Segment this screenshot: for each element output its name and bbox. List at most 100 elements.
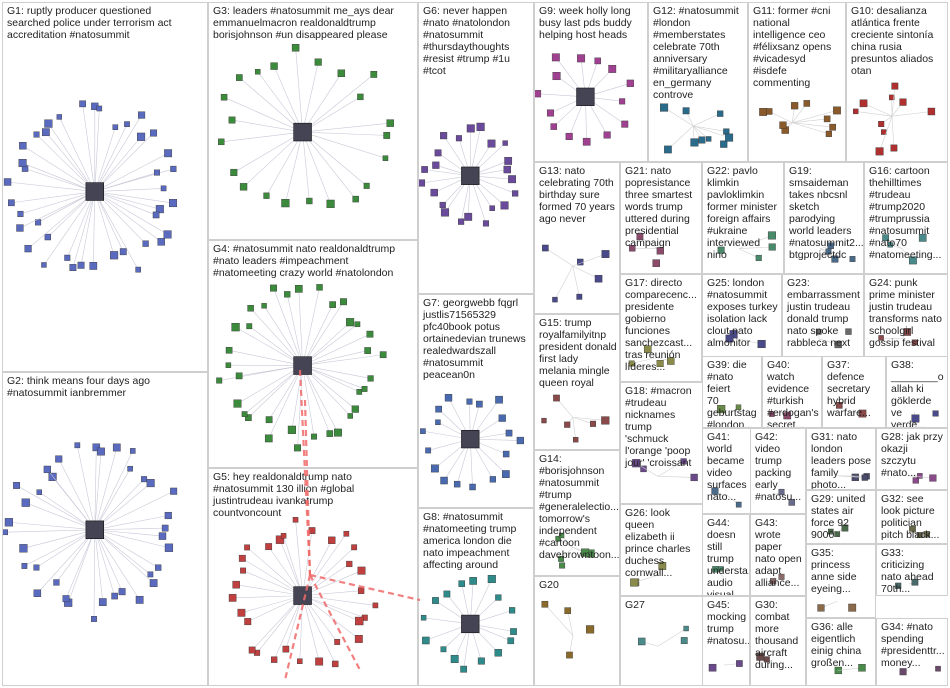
edge bbox=[94, 527, 166, 531]
edge bbox=[11, 191, 95, 204]
node bbox=[555, 535, 561, 542]
edge bbox=[94, 191, 162, 243]
group-network-g11 bbox=[759, 100, 841, 137]
node bbox=[815, 328, 822, 335]
group-label: G45: mocking trump #natosu... bbox=[707, 599, 750, 647]
group-panel-g4[interactable]: G4: #natosummit nato realdonaldtrump #na… bbox=[208, 240, 418, 468]
edge bbox=[792, 122, 829, 135]
node bbox=[769, 411, 775, 417]
node bbox=[608, 64, 617, 73]
group-panel-g5[interactable]: G5: hey realdonaldtrump nato #natosummit… bbox=[208, 468, 418, 686]
node bbox=[791, 102, 799, 110]
group-panel-g7[interactable]: G7: georgwebb fqgrl justlis71565329 pfc4… bbox=[418, 294, 534, 508]
group-panel-g27[interactable]: G27 bbox=[620, 596, 704, 686]
node bbox=[476, 122, 485, 131]
group-panel-g36[interactable]: G36: alle eigentlich einig china großen.… bbox=[806, 618, 876, 686]
group-panel-g31[interactable]: G31: nato london leaders pose family pho… bbox=[806, 428, 876, 490]
node bbox=[55, 455, 63, 463]
group-panel-g19[interactable]: G19: smsaideman takes nbcsnl sketch paro… bbox=[784, 162, 864, 274]
group-panel-g20[interactable]: G20 bbox=[534, 576, 620, 686]
edge bbox=[16, 485, 95, 531]
group-panel-g29[interactable]: G29: united states air force 92 9000 vc … bbox=[806, 490, 876, 544]
group-panel-g10[interactable]: G10: desalianza atlántica frente crecien… bbox=[846, 2, 948, 162]
group-panel-g12[interactable]: G12: #natosummit #london #memberstates c… bbox=[648, 2, 748, 162]
group-panel-g25[interactable]: G25: london #natosummit exposes turkey i… bbox=[702, 274, 782, 358]
node bbox=[56, 114, 63, 120]
node bbox=[62, 595, 70, 603]
group-panel-g44[interactable]: G44: doesn still trump understa... audio… bbox=[702, 514, 750, 596]
node bbox=[275, 535, 285, 544]
group-panel-g30[interactable]: G30: combat more thousand aircraft durin… bbox=[750, 596, 806, 686]
group-panel-g18[interactable]: G18: #macron #trudeau nicknames trump 's… bbox=[620, 382, 704, 504]
node bbox=[440, 646, 447, 653]
group-label: G28: jak przy okazji szczytu #nato... bbox=[881, 431, 943, 479]
node bbox=[17, 210, 24, 218]
node bbox=[33, 589, 42, 597]
edge bbox=[24, 529, 95, 567]
group-panel-g1[interactable]: G1: ruptly producer questioned searched … bbox=[2, 2, 208, 372]
node bbox=[127, 465, 133, 472]
group-panel-g16[interactable]: G16: cartoon thehilltimes #trudeau #trum… bbox=[864, 162, 948, 274]
edge bbox=[80, 191, 96, 266]
group-panel-g35[interactable]: G35: princess anne side eyeing... bbox=[806, 544, 876, 618]
node bbox=[356, 389, 363, 395]
edge bbox=[302, 131, 356, 200]
edge bbox=[302, 131, 387, 136]
group-panel-g2[interactable]: G2: think means four days ago #natosummi… bbox=[2, 372, 208, 686]
group-panel-g28[interactable]: G28: jak przy okazji szczytu #nato... bbox=[876, 428, 948, 490]
group-panel-g22[interactable]: G22: pavlo klimkin pavloklimkin former m… bbox=[702, 162, 784, 274]
group-panel-g3[interactable]: G3: leaders #natosummit me_ays dear emma… bbox=[208, 2, 418, 240]
group-panel-g8[interactable]: G8: #natosummit #natomeeting trump ameri… bbox=[418, 508, 534, 686]
node bbox=[680, 458, 687, 465]
group-panel-g17[interactable]: G17: directo comparecenc... presidente g… bbox=[620, 274, 702, 382]
node bbox=[19, 142, 27, 150]
group-panel-g38[interactable]: G38: ________o allah ki göklerde ve yerd… bbox=[886, 356, 948, 428]
edge bbox=[554, 265, 574, 300]
node bbox=[825, 248, 832, 255]
group-panel-g32[interactable]: G32: see look picture politician pitch b… bbox=[876, 490, 948, 544]
group-panel-g14[interactable]: G14: #borisjohnson #natosummit #trump #g… bbox=[534, 450, 620, 576]
group-network-g42 bbox=[775, 488, 796, 506]
node bbox=[236, 74, 243, 81]
group-panel-g15[interactable]: G15: trump royalfamilyitnp president don… bbox=[534, 314, 620, 450]
node bbox=[16, 224, 24, 232]
hub-node bbox=[293, 122, 312, 142]
group-panel-g24[interactable]: G24: punk prime minister justin trudeau … bbox=[864, 274, 948, 358]
node bbox=[354, 321, 361, 328]
group-panel-g43[interactable]: G43: wrote paper nato open adapt allianc… bbox=[750, 514, 806, 596]
group-network-g40 bbox=[769, 411, 792, 420]
group-panel-g21[interactable]: G21: nato popresistance three smartest w… bbox=[620, 162, 702, 274]
node bbox=[42, 128, 50, 137]
group-label: G14: #borisjohnson #natosummit #trump #g… bbox=[539, 453, 620, 561]
group-panel-g37[interactable]: G37: defence secretary hybrid warfare... bbox=[822, 356, 886, 428]
group-panel-g39[interactable]: G39: die #nato feiert 70 geburtstag #lon… bbox=[702, 356, 762, 428]
node bbox=[660, 103, 669, 112]
group-panel-g9[interactable]: G9: week holly long busy last pds buddy … bbox=[534, 2, 648, 162]
group-panel-g6[interactable]: G6: never happen #nato #natolondon #nato… bbox=[418, 2, 534, 294]
group-label: G24: punk prime minister justin trudeau … bbox=[869, 277, 942, 349]
group-panel-g45[interactable]: G45: mocking trump #natosu... bbox=[702, 596, 750, 686]
group-panel-g42[interactable]: G42: video trump packing early #natosu..… bbox=[750, 428, 806, 514]
edge bbox=[67, 529, 96, 603]
node bbox=[316, 284, 323, 291]
group-label: G13: nato celebrating 70th birthday sure… bbox=[539, 165, 615, 225]
group-panel-g13[interactable]: G13: nato celebrating 70th birthday sure… bbox=[534, 162, 620, 314]
group-panel-g40[interactable]: G40: watch evidence #turkish #erdogan's … bbox=[762, 356, 822, 428]
node bbox=[220, 93, 228, 101]
group-panel-g41[interactable]: G41: world became video surfaces nato... bbox=[702, 428, 754, 514]
node bbox=[346, 318, 355, 327]
group-panel-g34[interactable]: G34: #nato spending #presidenttr... mone… bbox=[876, 618, 948, 686]
node bbox=[314, 58, 322, 66]
group-network-g35 bbox=[817, 600, 857, 612]
group-network-g41 bbox=[711, 487, 742, 508]
edge bbox=[738, 246, 773, 249]
node bbox=[923, 531, 930, 538]
edge bbox=[273, 288, 303, 366]
group-network-g21 bbox=[629, 233, 664, 267]
node bbox=[878, 121, 885, 128]
edge bbox=[7, 181, 95, 192]
group-panel-g33[interactable]: G33: criticizing nato ahead 70th... bbox=[876, 544, 948, 596]
group-panel-g11[interactable]: G11: former #cni national intelligence c… bbox=[748, 2, 846, 162]
group-panel-g23[interactable]: G23: embarrassment justin trudeau donald… bbox=[782, 274, 864, 358]
group-panel-g26[interactable]: G26: look queen elizabeth ii prince char… bbox=[620, 504, 704, 596]
